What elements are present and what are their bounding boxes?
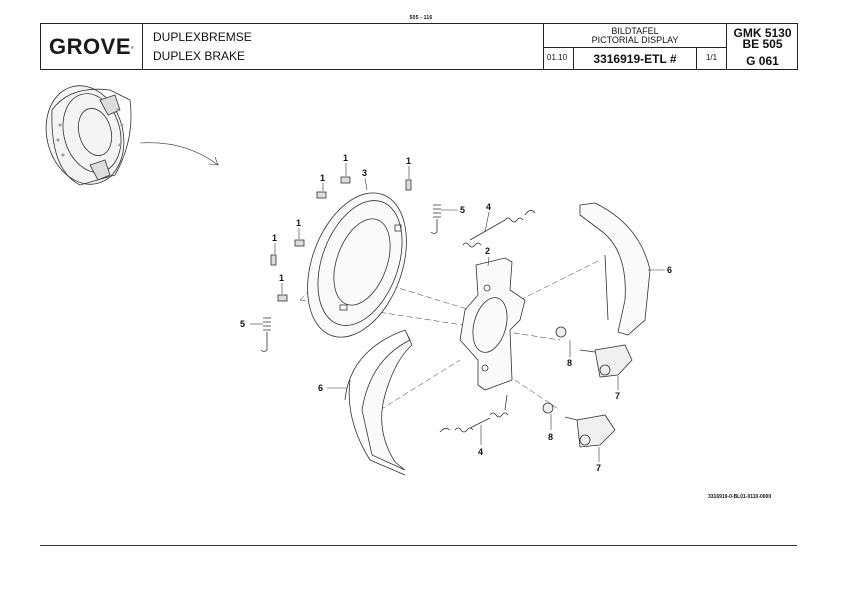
hold-down-spring-upper	[430, 204, 441, 234]
callout-1: 1	[296, 218, 301, 228]
adjuster-lower	[542, 402, 554, 414]
callout-6: 6	[318, 383, 323, 393]
brake-shoe-upper	[579, 202, 651, 336]
clip	[294, 239, 305, 247]
part-number-cell: 3316919-ETL #	[573, 48, 697, 70]
footer-divider	[40, 545, 797, 546]
brake-shoe-lower	[344, 329, 413, 476]
callout-5: 5	[460, 205, 465, 215]
logo-text: GROVE	[49, 34, 131, 59]
callout-8: 8	[567, 358, 572, 368]
title-cell: DUPLEXBREMSE DUPLEX BRAKE	[143, 24, 583, 70]
title-german: DUPLEXBREMSE	[153, 30, 252, 44]
title-english: DUPLEX BRAKE	[153, 49, 246, 63]
callout-labels: 1 1 1 1 1 1 2 3 4 4 5 5 6 6 7 7 8 8	[240, 153, 672, 473]
callout-6: 6	[667, 265, 672, 275]
callout-5: 5	[240, 319, 245, 329]
callout-7: 7	[596, 463, 601, 473]
page-reference: 505 - 116	[409, 15, 433, 21]
callout-1: 1	[406, 156, 411, 166]
callout-1: 1	[272, 233, 277, 243]
callout-4: 4	[486, 202, 491, 212]
transition-arrow	[139, 142, 219, 166]
grove-logo: GROVE®	[41, 24, 143, 70]
trademark-mark: ®	[131, 44, 134, 50]
wheel-cylinder-lower	[564, 414, 616, 448]
hold-down-spring-left	[260, 317, 271, 352]
overview-assembled-brake	[45, 85, 132, 186]
callout-4: 4	[478, 447, 483, 457]
figure-number: G 061	[746, 54, 779, 68]
clips	[270, 176, 412, 302]
backing-plate	[307, 192, 407, 338]
model-cell: GMK 5130 BE 505 G 061	[726, 24, 798, 70]
wheel-cylinder-upper	[579, 344, 633, 378]
clip	[316, 191, 327, 199]
clip	[340, 176, 351, 184]
callout-1: 1	[320, 173, 325, 183]
sheet-cell: 1/1	[705, 53, 718, 62]
callout-8: 8	[548, 432, 553, 442]
adjuster-upper	[555, 326, 567, 338]
callout-2: 2	[485, 246, 490, 256]
display-type-english: PICTORIAL DISPLAY	[591, 35, 679, 45]
clip	[277, 294, 288, 302]
title-block: GROVE® DUPLEXBREMSE DUPLEX BRAKE BILDTAF…	[40, 23, 798, 70]
callout-1: 1	[343, 153, 348, 163]
anchor-plate	[459, 257, 526, 391]
callout-1: 1	[279, 273, 284, 283]
clip	[405, 179, 412, 191]
callout-7: 7	[615, 391, 620, 401]
date-cell: 01.10	[543, 48, 573, 70]
model-number: GMK 5130	[733, 26, 792, 40]
leader-lines	[250, 163, 665, 462]
document-id: 3316919-0-BL01-0110-0000	[708, 494, 772, 500]
return-spring-lower	[439, 394, 509, 433]
clip	[270, 254, 277, 266]
display-type-german: BILDTAFEL	[611, 26, 659, 36]
group-number: BE 505	[742, 37, 783, 51]
display-type-cell: BILDTAFEL PICTORIAL DISPLAY	[543, 24, 726, 48]
callout-3: 3	[362, 168, 367, 178]
return-spring-upper	[462, 210, 536, 248]
